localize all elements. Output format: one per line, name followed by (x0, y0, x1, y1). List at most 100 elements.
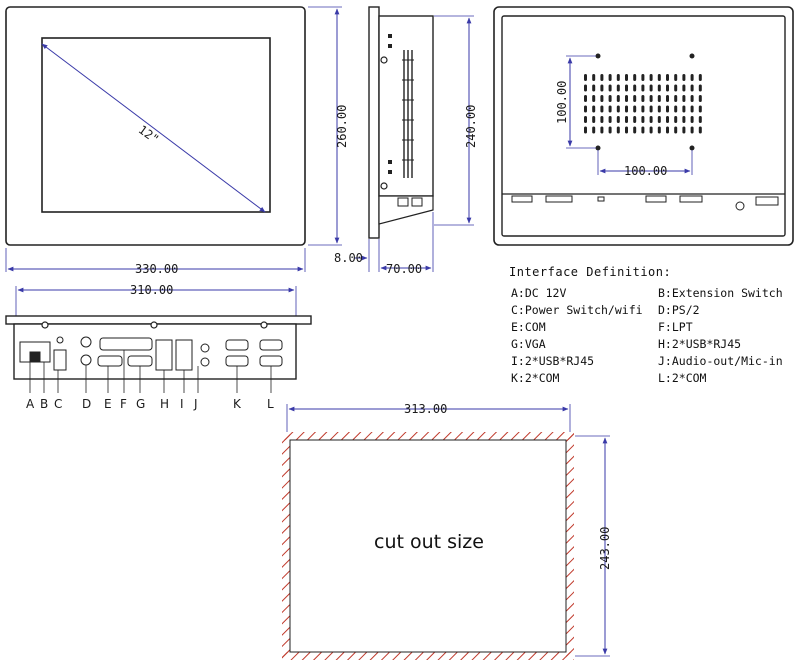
bottom-ports (19, 336, 283, 371)
vesa-hole-bottom-right (689, 145, 695, 151)
screen-diagonal (41, 43, 266, 213)
cutout-hatch-right (566, 432, 574, 660)
vent-slot (666, 126, 669, 134)
vent-slot (674, 126, 678, 134)
vent-slot (666, 95, 669, 102)
front-view: 12" 330.00 260.00 (5, 6, 349, 276)
interface-item: H:2*USB*RJ45 (658, 337, 742, 351)
vent-slot (690, 105, 694, 113)
port-k-com-bottom (225, 355, 249, 367)
rear-ports (511, 195, 779, 211)
vent-slot (608, 95, 612, 102)
vent-slot (674, 116, 678, 123)
bottom-screw-2 (150, 321, 158, 329)
interface-item: E:COM (511, 320, 546, 334)
vent-slot (608, 105, 612, 113)
vent-slot (674, 84, 678, 92)
vent-slot (616, 95, 620, 102)
port-letter-i: I (180, 397, 184, 411)
port-letter-e: E (104, 397, 112, 411)
port-d-ps2-bottom (80, 354, 92, 366)
vent-slot (633, 105, 637, 113)
vent-slot (633, 116, 637, 123)
port-letter-a: A (26, 397, 35, 411)
vent-slot (616, 126, 620, 134)
side-port-4 (388, 170, 392, 174)
vesa-hole-top-left (595, 53, 601, 59)
port-l-com-top (259, 339, 283, 351)
vent-slot (666, 84, 669, 92)
vent-slot (674, 95, 678, 102)
vent-slot (625, 95, 628, 102)
vent-slot (674, 105, 678, 113)
port-d-ps2-top (80, 336, 92, 348)
vent-slot (616, 105, 620, 113)
bottom-leader-lines (29, 350, 272, 393)
interface-item: G:VGA (511, 337, 546, 351)
vent-slot (625, 116, 628, 123)
vent-slot (666, 105, 669, 113)
vent-slot (698, 126, 702, 134)
port-b-switch (29, 351, 41, 363)
interface-item: F:LPT (658, 320, 693, 334)
vent-slot (649, 84, 653, 92)
side-port-1 (388, 34, 392, 38)
vent-slot (682, 105, 686, 113)
vesa-hole-bottom-left (595, 145, 601, 151)
bottom-screw-3 (260, 321, 268, 329)
port-letter-b: B (40, 397, 48, 411)
side-view: 240.00 8.00 70.00 (334, 6, 478, 276)
vent-slot (592, 84, 596, 92)
vent-slot (584, 84, 587, 92)
vent-slot (657, 74, 661, 81)
vent-slot (674, 74, 678, 81)
interface-item: K:2*COM (511, 371, 560, 385)
port-c-indicator (56, 336, 64, 344)
vent-slot (592, 95, 596, 102)
vent-slot (649, 105, 653, 113)
cutout-width-label: 313.00 (404, 402, 447, 416)
vent-slot (592, 105, 596, 113)
vent-slot (641, 84, 645, 92)
front-screen (41, 37, 271, 213)
vent-slot (584, 74, 587, 81)
vent-slot (690, 95, 694, 102)
cutout-hatch-top (282, 432, 574, 440)
vent-slot (698, 84, 702, 92)
port-f-lpt (99, 337, 153, 351)
side-connectors (397, 197, 423, 207)
cutout-hatch-bottom (282, 652, 574, 660)
vent-slot (608, 116, 612, 123)
port-g-vga (127, 355, 153, 367)
vent-slot (600, 95, 604, 102)
vent-slot (633, 74, 637, 81)
vent-slot (608, 126, 612, 134)
vent-slot (682, 84, 686, 92)
vent-slot (625, 105, 628, 113)
port-c-power-switch (53, 349, 67, 371)
side-port-2 (388, 44, 392, 48)
side-vent-ribs (402, 59, 414, 161)
front-width-label: 330.00 (135, 262, 178, 276)
rear-vent-grid (584, 74, 702, 134)
vent-slot (592, 126, 596, 134)
rear-view: 100.00 100.00 (493, 6, 794, 246)
vent-slot (592, 74, 596, 81)
side-screw-top (380, 56, 388, 64)
bezel-label: 8.00 (334, 251, 363, 265)
vent-slot (698, 95, 702, 102)
port-letter-f: F (120, 397, 127, 411)
side-port-3 (388, 160, 392, 164)
vent-slot (649, 74, 653, 81)
interface-item: B:Extension Switch (658, 286, 783, 300)
port-letter-j: J (193, 397, 198, 411)
rear-inner-frame (501, 15, 786, 237)
interface-item: C:Power Switch/wifi (511, 303, 643, 317)
interface-item: D:PS/2 (658, 303, 700, 317)
vent-slot (633, 84, 637, 92)
vent-slot (666, 116, 669, 123)
bottom-width-label: 310.00 (130, 283, 173, 297)
interface-item: I:2*USB*RJ45 (511, 354, 595, 368)
